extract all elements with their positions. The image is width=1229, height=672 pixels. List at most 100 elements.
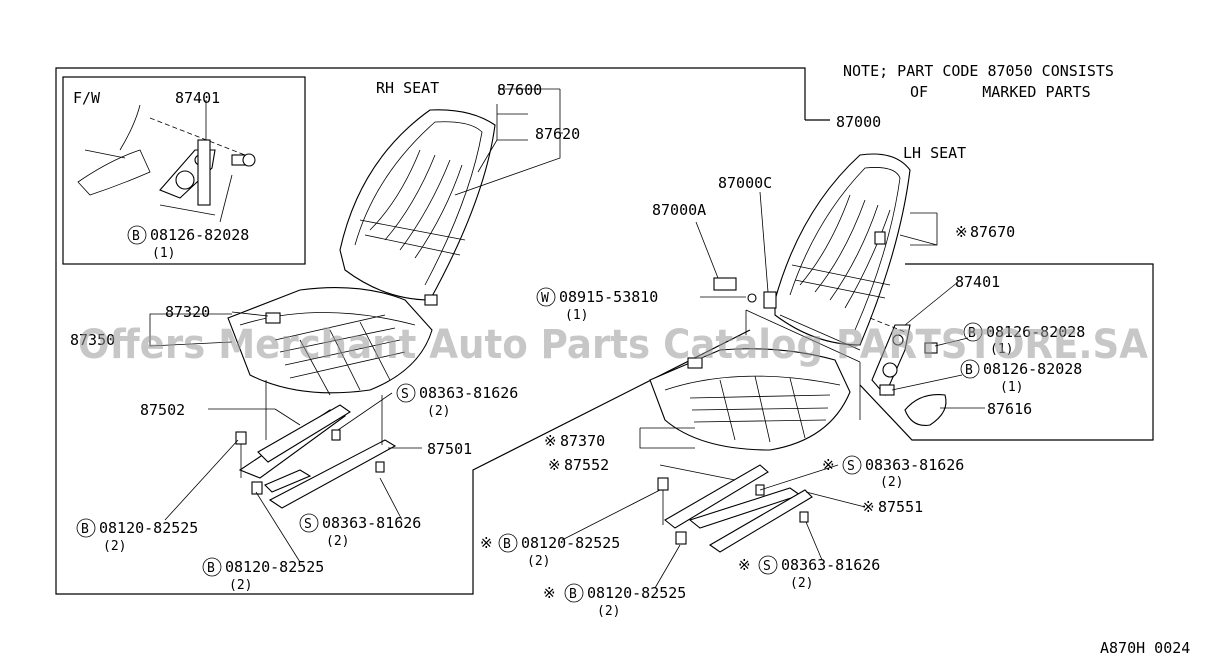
- lh-screw-a-code: 08363-81626: [865, 456, 964, 474]
- lh-bolt-a-label: ※ B 08120-82525 (2): [480, 533, 620, 569]
- rh-screw-a-qty: (2): [427, 404, 450, 419]
- lh-bracket-code: 87552: [564, 456, 609, 474]
- circle-b-icon: [498, 533, 518, 553]
- lh-hinge-label: 87401: [955, 273, 1000, 291]
- lh-back-cover-label: ※ 87670: [955, 223, 1015, 241]
- rh-part-87620: 87620: [535, 125, 580, 143]
- rh-seat-cushion: [227, 287, 433, 396]
- lh-screw-b-code: 08363-81626: [781, 556, 880, 574]
- lh-washer-qty: (1): [565, 308, 588, 323]
- lh-bracket-label: ※ 87552: [548, 456, 609, 474]
- lh-bolt-a-code: 08120-82525: [521, 534, 620, 552]
- rh-rail-label: 87501: [427, 440, 472, 458]
- lh-hinge-bolt2-label: B 08126-82028 (1): [960, 359, 1082, 395]
- lh-seat-back: [774, 153, 911, 346]
- lh-cushion-label: ※ 87370: [544, 432, 605, 450]
- lh-part-a-label: 87000A: [652, 201, 706, 219]
- inset-hinge-illustration: [77, 100, 256, 223]
- marker-icon: ※: [822, 456, 835, 474]
- inset-bolt-qty: (1): [152, 246, 175, 261]
- figure-code: A870H 0024: [1100, 639, 1190, 657]
- rh-bolt-b-label: B 08120-82525 (2): [202, 557, 324, 593]
- lh-seat-title: LH SEAT: [903, 144, 966, 162]
- fw-inset-frame: [62, 76, 306, 265]
- prefix-b: B: [569, 587, 577, 602]
- lh-assembly-label: 87000: [836, 113, 881, 131]
- inset-title: F/W: [73, 89, 101, 107]
- lh-screw-b-qty: (2): [790, 576, 813, 591]
- lh-back-cover-code: 87670: [970, 223, 1015, 241]
- rh-seat-rails: [235, 404, 397, 509]
- rh-bolt-a-code: 08120-82525: [99, 519, 198, 537]
- circle-b-icon: [202, 557, 222, 577]
- marker-icon: ※: [548, 456, 561, 474]
- lh-bolt-b-label: ※ B 08120-82525 (2): [543, 583, 686, 619]
- lh-seat-frame-lines: [745, 309, 861, 420]
- rh-screw-b-code: 08363-81626: [322, 514, 421, 532]
- prefix-b: B: [132, 229, 140, 244]
- circle-w-icon: [536, 287, 556, 307]
- marker-icon: ※: [738, 556, 751, 574]
- circle-s-icon: [396, 383, 416, 403]
- lh-washer-code: 08915-53810: [559, 288, 658, 306]
- lh-rail-code: 87551: [878, 498, 923, 516]
- rh-screw-b-qty: (2): [326, 534, 349, 549]
- lh-hinge-bolt1-code: 08126-82028: [986, 323, 1085, 341]
- rh-part-87600: 87600: [497, 81, 542, 99]
- lh-hinge-bolt1-label: B 08126-82028 (1): [963, 322, 1085, 357]
- prefix-s: S: [847, 459, 855, 474]
- rh-seat-back: [339, 109, 496, 306]
- rh-bolt-b-qty: (2): [229, 578, 252, 593]
- circle-b-icon: [127, 225, 147, 245]
- circle-b-icon: [564, 583, 584, 603]
- prefix-b: B: [81, 522, 89, 537]
- lh-rail-label: ※ 87551: [862, 498, 923, 516]
- circle-s-icon: [299, 513, 319, 533]
- prefix-b: B: [968, 326, 976, 341]
- rh-cushion-top-label: 87320: [165, 303, 210, 321]
- inset-bolt-code: 08126-82028: [150, 226, 249, 244]
- rh-bolt-a-qty: (2): [103, 539, 126, 554]
- rh-screw-b-label: S 08363-81626 (2): [299, 513, 421, 549]
- rh-cushion-side-label: 87350: [70, 331, 115, 349]
- note-line-2: OF MARKED PARTS: [910, 83, 1091, 101]
- lh-small-parts: [695, 191, 777, 309]
- lh-bolt-b-qty: (2): [597, 604, 620, 619]
- prefix-b: B: [503, 537, 511, 552]
- circle-s-icon: [842, 455, 862, 475]
- lh-hinge-bolt1-qty: (1): [990, 342, 1013, 357]
- rh-leaders: [149, 88, 563, 563]
- lh-bolt-b-code: 08120-82525: [587, 584, 686, 602]
- rh-bolt-b-code: 08120-82525: [225, 558, 324, 576]
- rh-bracket-label: 87502: [140, 401, 185, 419]
- rh-seat-title: RH SEAT: [376, 79, 439, 97]
- marker-icon: ※: [955, 223, 968, 241]
- prefix-b: B: [965, 363, 973, 378]
- marker-icon: ※: [543, 584, 556, 602]
- marker-icon: ※: [862, 498, 875, 516]
- lh-hinge-bolt2-qty: (1): [1000, 380, 1023, 395]
- lh-knob-label: 87616: [987, 400, 1032, 418]
- inset-bolt-label: B 08126-82028 (1): [127, 225, 249, 261]
- watermark: Offers Merchant Auto Parts Catalog PARTS…: [78, 322, 1148, 368]
- lh-screw-a-label: ※ S 08363-81626 (2): [822, 455, 964, 490]
- rh-screw-a-label: S 08363-81626 (2): [396, 383, 518, 419]
- lh-washer-label: W 08915-53810 (1): [536, 287, 658, 323]
- prefix-s: S: [763, 559, 771, 574]
- marker-icon: ※: [480, 534, 493, 552]
- marker-icon: ※: [544, 432, 557, 450]
- lh-hinge-detail: [869, 281, 985, 426]
- circle-b-icon: [76, 518, 96, 538]
- lh-screw-a-qty: (2): [880, 475, 903, 490]
- lh-leaders: [561, 212, 938, 589]
- rh-screw-a-code: 08363-81626: [419, 384, 518, 402]
- circle-b-icon: [963, 322, 983, 342]
- rh-group-frame: [55, 67, 806, 595]
- lh-bolt-a-qty: (2): [527, 554, 550, 569]
- circle-b-icon: [960, 359, 980, 379]
- lh-seat-cushion: [649, 348, 851, 451]
- circle-s-icon: [758, 555, 778, 575]
- lh-part-c-label: 87000C: [718, 174, 772, 192]
